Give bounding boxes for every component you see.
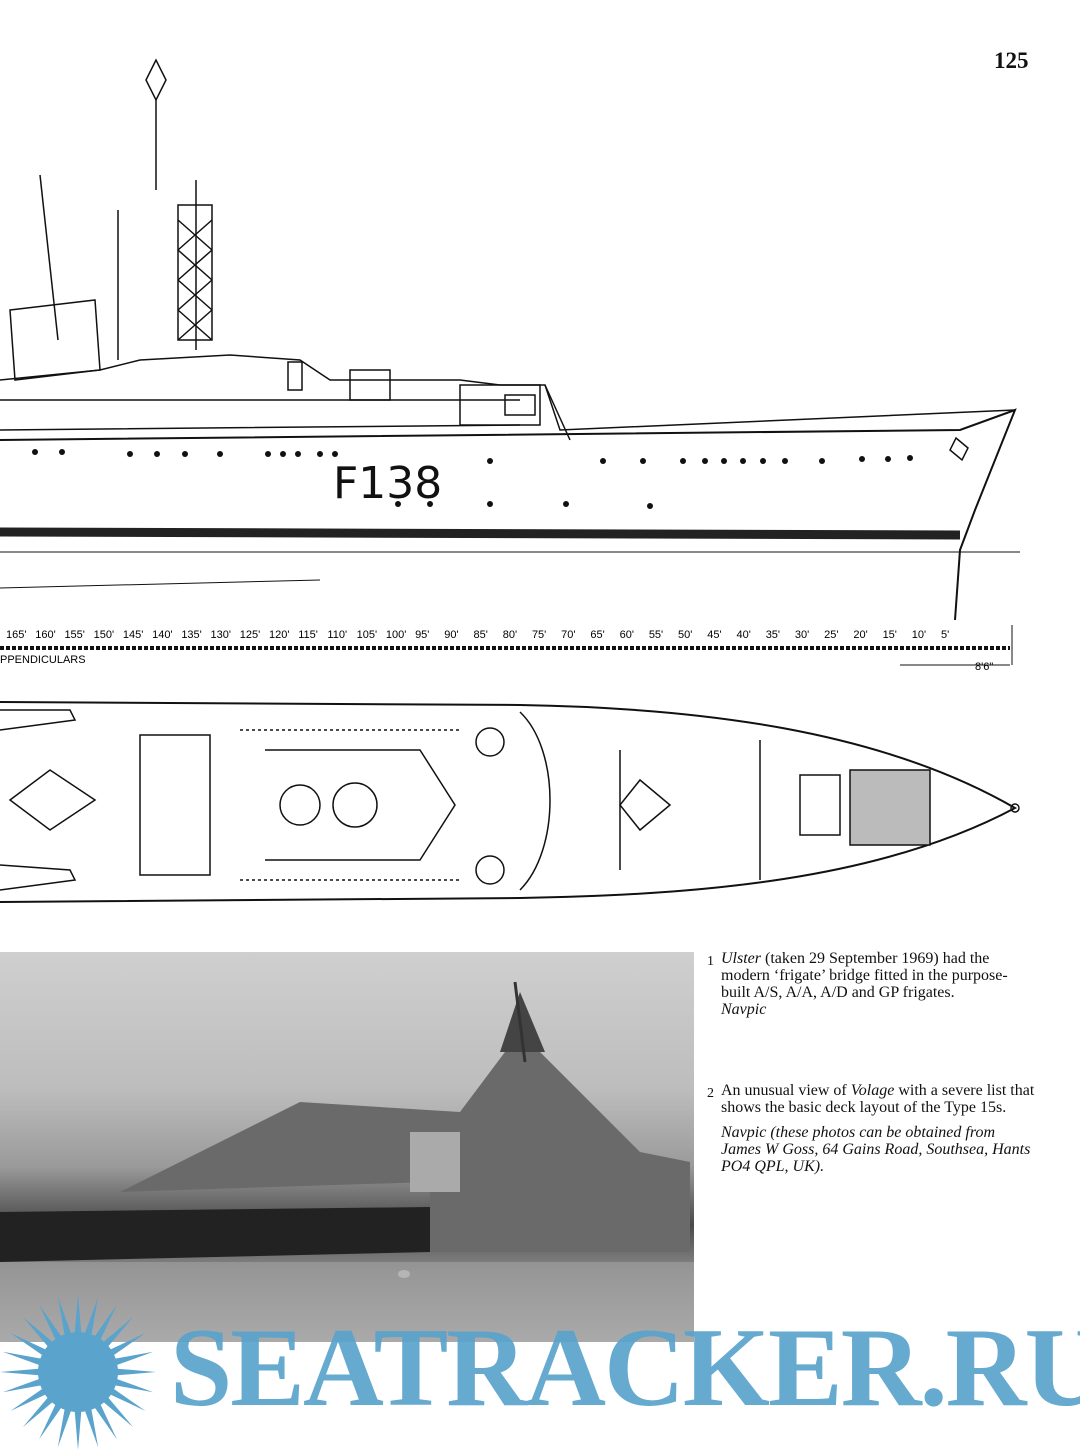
scale-label: 75': [532, 629, 546, 641]
ship-plan-drawing: [0, 701, 1020, 903]
scale-label: 35': [766, 629, 780, 641]
page-number: 125: [994, 48, 1029, 73]
caption-ship-name: Ulster: [721, 950, 761, 967]
portholes: [32, 449, 913, 509]
scale-label: 140': [152, 629, 172, 641]
caption-text-after: with a severe list that shows the basic …: [721, 1082, 1035, 1116]
scale-label: 70': [561, 629, 575, 641]
watermark-text: SEATRACKER.RU: [170, 1306, 1080, 1430]
sun-ray: [109, 1333, 146, 1357]
photo-ship-silhouette: [0, 981, 694, 1342]
sun-ray: [10, 1387, 47, 1411]
sun-ray: [93, 1403, 117, 1440]
scale-label: 135': [181, 629, 201, 641]
sun-logo-icon: [0, 1294, 156, 1450]
scale-label: 100': [386, 629, 406, 641]
sun-ray: [113, 1351, 154, 1366]
caption-number: 1: [707, 954, 714, 969]
scale-label: 110': [327, 629, 347, 641]
scale-label: 160': [35, 629, 55, 641]
caption-2: 2 An unusual view of Volage with a sever…: [707, 1082, 1036, 1175]
caption-text: (taken 29 September 1969) had the modern…: [721, 950, 1008, 1001]
scale-label: 20': [853, 629, 867, 641]
scale-label: 95': [415, 629, 429, 641]
caption-credit: Navpic (these photos can be obtained fro…: [721, 1124, 1031, 1175]
scale-label: 155': [64, 629, 84, 641]
sun-ray: [93, 1304, 117, 1341]
scale-label: 55': [649, 629, 663, 641]
scale-label: 125': [240, 629, 260, 641]
scale-label: 10': [912, 629, 926, 641]
sun-ray: [0, 1368, 41, 1376]
sun-ray: [2, 1351, 43, 1366]
sun-ray: [115, 1368, 156, 1376]
caption-credit: Navpic: [721, 1001, 767, 1018]
sun-ray: [102, 1396, 134, 1428]
caption-number: 2: [707, 1086, 714, 1101]
sun-ray: [74, 1294, 82, 1335]
pennant-number: F138: [333, 458, 442, 509]
sun-core: [38, 1332, 118, 1412]
scale-label: 150': [94, 629, 114, 641]
scale-label: 165': [6, 629, 26, 641]
sun-ray: [57, 1407, 72, 1448]
scale-label: 5': [941, 629, 949, 641]
scale-label: 50': [678, 629, 692, 641]
scale-label: 60': [620, 629, 634, 641]
caption-ship-name: Volage: [850, 1082, 895, 1099]
anchor-icon: [949, 436, 969, 462]
scale-label: 25': [824, 629, 838, 641]
sun-ray: [102, 1316, 134, 1348]
scale-label: 130': [211, 629, 231, 641]
scale-label: 115': [298, 629, 318, 641]
scale-label: 80': [503, 629, 517, 641]
sun-ray: [22, 1316, 54, 1348]
photo-volage-listing: [0, 952, 694, 1342]
scale-label: 15': [883, 629, 897, 641]
caption-1: 1 Ulster (taken 29 September 1969) had t…: [707, 950, 1036, 1018]
sun-ray: [39, 1304, 63, 1341]
sun-ray: [74, 1409, 82, 1450]
scale-label: 40': [736, 629, 750, 641]
sun-ray: [109, 1387, 146, 1411]
ship-profile-drawing: F138: [0, 58, 1020, 620]
scale-label: 85': [474, 629, 488, 641]
sun-ray: [10, 1333, 47, 1357]
scale-label: 145': [123, 629, 143, 641]
scale-label: 105': [357, 629, 377, 641]
sun-ray: [113, 1378, 154, 1393]
scale-label: 30': [795, 629, 809, 641]
scale-label: 90': [444, 629, 458, 641]
sun-ray: [22, 1396, 54, 1428]
sun-ray: [39, 1403, 63, 1440]
sun-ray: [84, 1296, 99, 1337]
scale-label: 120': [269, 629, 289, 641]
mast-top-emblem: [145, 58, 167, 102]
sun-ray: [2, 1378, 43, 1393]
sun-ray: [57, 1296, 72, 1337]
perpendiculars-label: PPENDICULARS: [0, 654, 86, 666]
scale-bar: 165' 160' 155' 150' 145' 140' 135' 130' 125' 120'…: [0, 625, 1013, 673]
scale-label: 65': [590, 629, 604, 641]
dimension-label: 8'6": [975, 661, 993, 673]
watermark-logo: [0, 1294, 156, 1450]
scale-label: 45': [707, 629, 721, 641]
caption-text-before: An unusual view of: [721, 1082, 851, 1099]
sun-ray: [84, 1407, 99, 1448]
